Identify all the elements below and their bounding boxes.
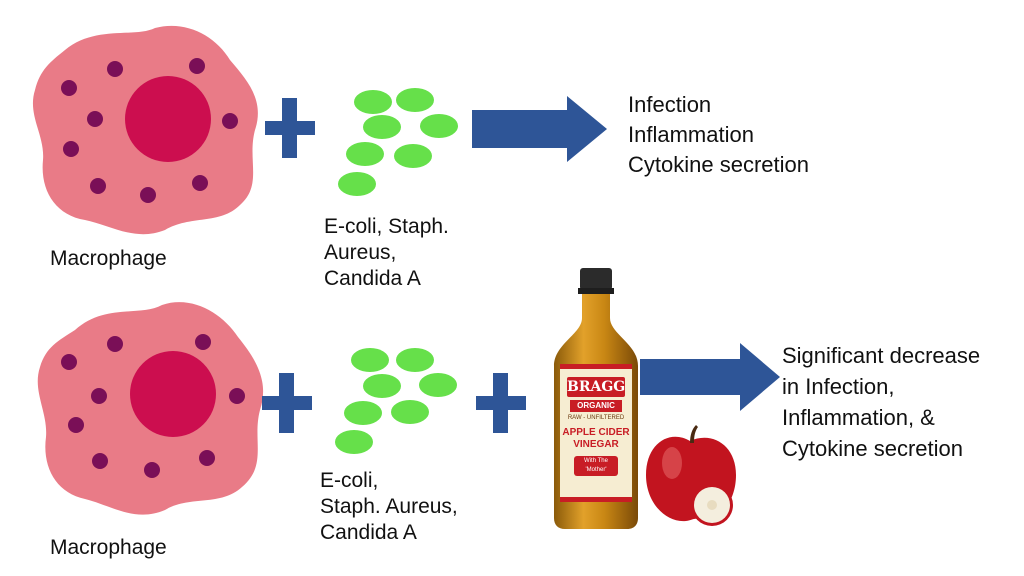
outcome-line: Cytokine secretion [782, 436, 963, 461]
microbes-line: E-coli, [320, 469, 379, 492]
granule [92, 453, 108, 469]
plus-sign-2 [262, 373, 312, 433]
vinegar-bottle-image: BRAGG ORGANIC RAW - UNFILTERED APPLE CID… [548, 268, 740, 530]
outcome-line: Inflammation, & [782, 405, 935, 430]
microbe [363, 374, 401, 398]
microbes-label-2: E-coli, Staph. Aureus, Candida A [320, 468, 458, 546]
granule [222, 113, 238, 129]
granule [189, 58, 205, 74]
microbe [344, 401, 382, 425]
macrophage-label-2: Macrophage [50, 536, 167, 559]
arrow-1 [472, 96, 607, 162]
plus-sign-3 [476, 373, 526, 433]
granule [229, 388, 245, 404]
microbe [420, 114, 458, 138]
arrow-2 [640, 343, 780, 411]
granule [195, 334, 211, 350]
macrophage-cell-2 [37, 302, 264, 515]
microbe [346, 142, 384, 166]
granule [91, 388, 107, 404]
microbes-line: Candida A [320, 521, 417, 544]
microbe [396, 88, 434, 112]
bottle-product-line-2: VINEGAR [573, 439, 619, 450]
granule [87, 111, 103, 127]
microbes-line: Candida A [324, 267, 421, 290]
granule [63, 141, 79, 157]
microbe [354, 90, 392, 114]
microbes-line: Staph. Aureus, [320, 495, 458, 518]
outcome-line: in Infection, [782, 374, 895, 399]
granule [107, 61, 123, 77]
plus-sign-1 [265, 98, 315, 158]
bottle-organic: ORGANIC [570, 400, 622, 412]
nucleus [125, 76, 211, 162]
granule [68, 417, 84, 433]
microbe [363, 115, 401, 139]
granule [61, 354, 77, 370]
bottle-mother: With The 'Mother' [574, 456, 618, 476]
apple-image [646, 425, 736, 526]
microbe [335, 430, 373, 454]
microbe [419, 373, 457, 397]
nucleus [130, 351, 216, 437]
microbes-line: Aureus, [324, 241, 397, 264]
granule [61, 80, 77, 96]
microbe [338, 172, 376, 196]
microbe-cluster-1 [338, 88, 458, 196]
microbes-line: E-coli, Staph. [324, 215, 449, 238]
bottle-label: BRAGG ORGANIC RAW - UNFILTERED APPLE CID… [560, 371, 632, 499]
microbe [394, 144, 432, 168]
granule [107, 336, 123, 352]
granule [192, 175, 208, 191]
bottle-subtitle: RAW - UNFILTERED [567, 415, 625, 421]
bottle-product-line-1: APPLE CIDER [562, 427, 630, 438]
macrophage-label-1: Macrophage [50, 247, 167, 270]
granule [90, 178, 106, 194]
microbe [351, 348, 389, 372]
outcome-line: Inflammation [628, 122, 754, 147]
outcome-line: Significant decrease [782, 343, 981, 368]
macrophage-cell-1 [32, 25, 258, 235]
outcome-text-1: Infection Inflammation Cytokine secretio… [628, 90, 809, 180]
granule [199, 450, 215, 466]
outcome-line: Infection [628, 92, 712, 117]
granule [144, 462, 160, 478]
outcome-text-2: Significant decrease in Infection, Infla… [782, 340, 980, 464]
bottle-brand: BRAGG [567, 377, 626, 397]
microbe [396, 348, 434, 372]
microbe [391, 400, 429, 424]
microbe-cluster-2 [335, 348, 457, 454]
microbes-label-1: E-coli, Staph. Aureus, Candida A [324, 214, 449, 292]
outcome-line: Cytokine secretion [628, 152, 809, 177]
granule [140, 187, 156, 203]
